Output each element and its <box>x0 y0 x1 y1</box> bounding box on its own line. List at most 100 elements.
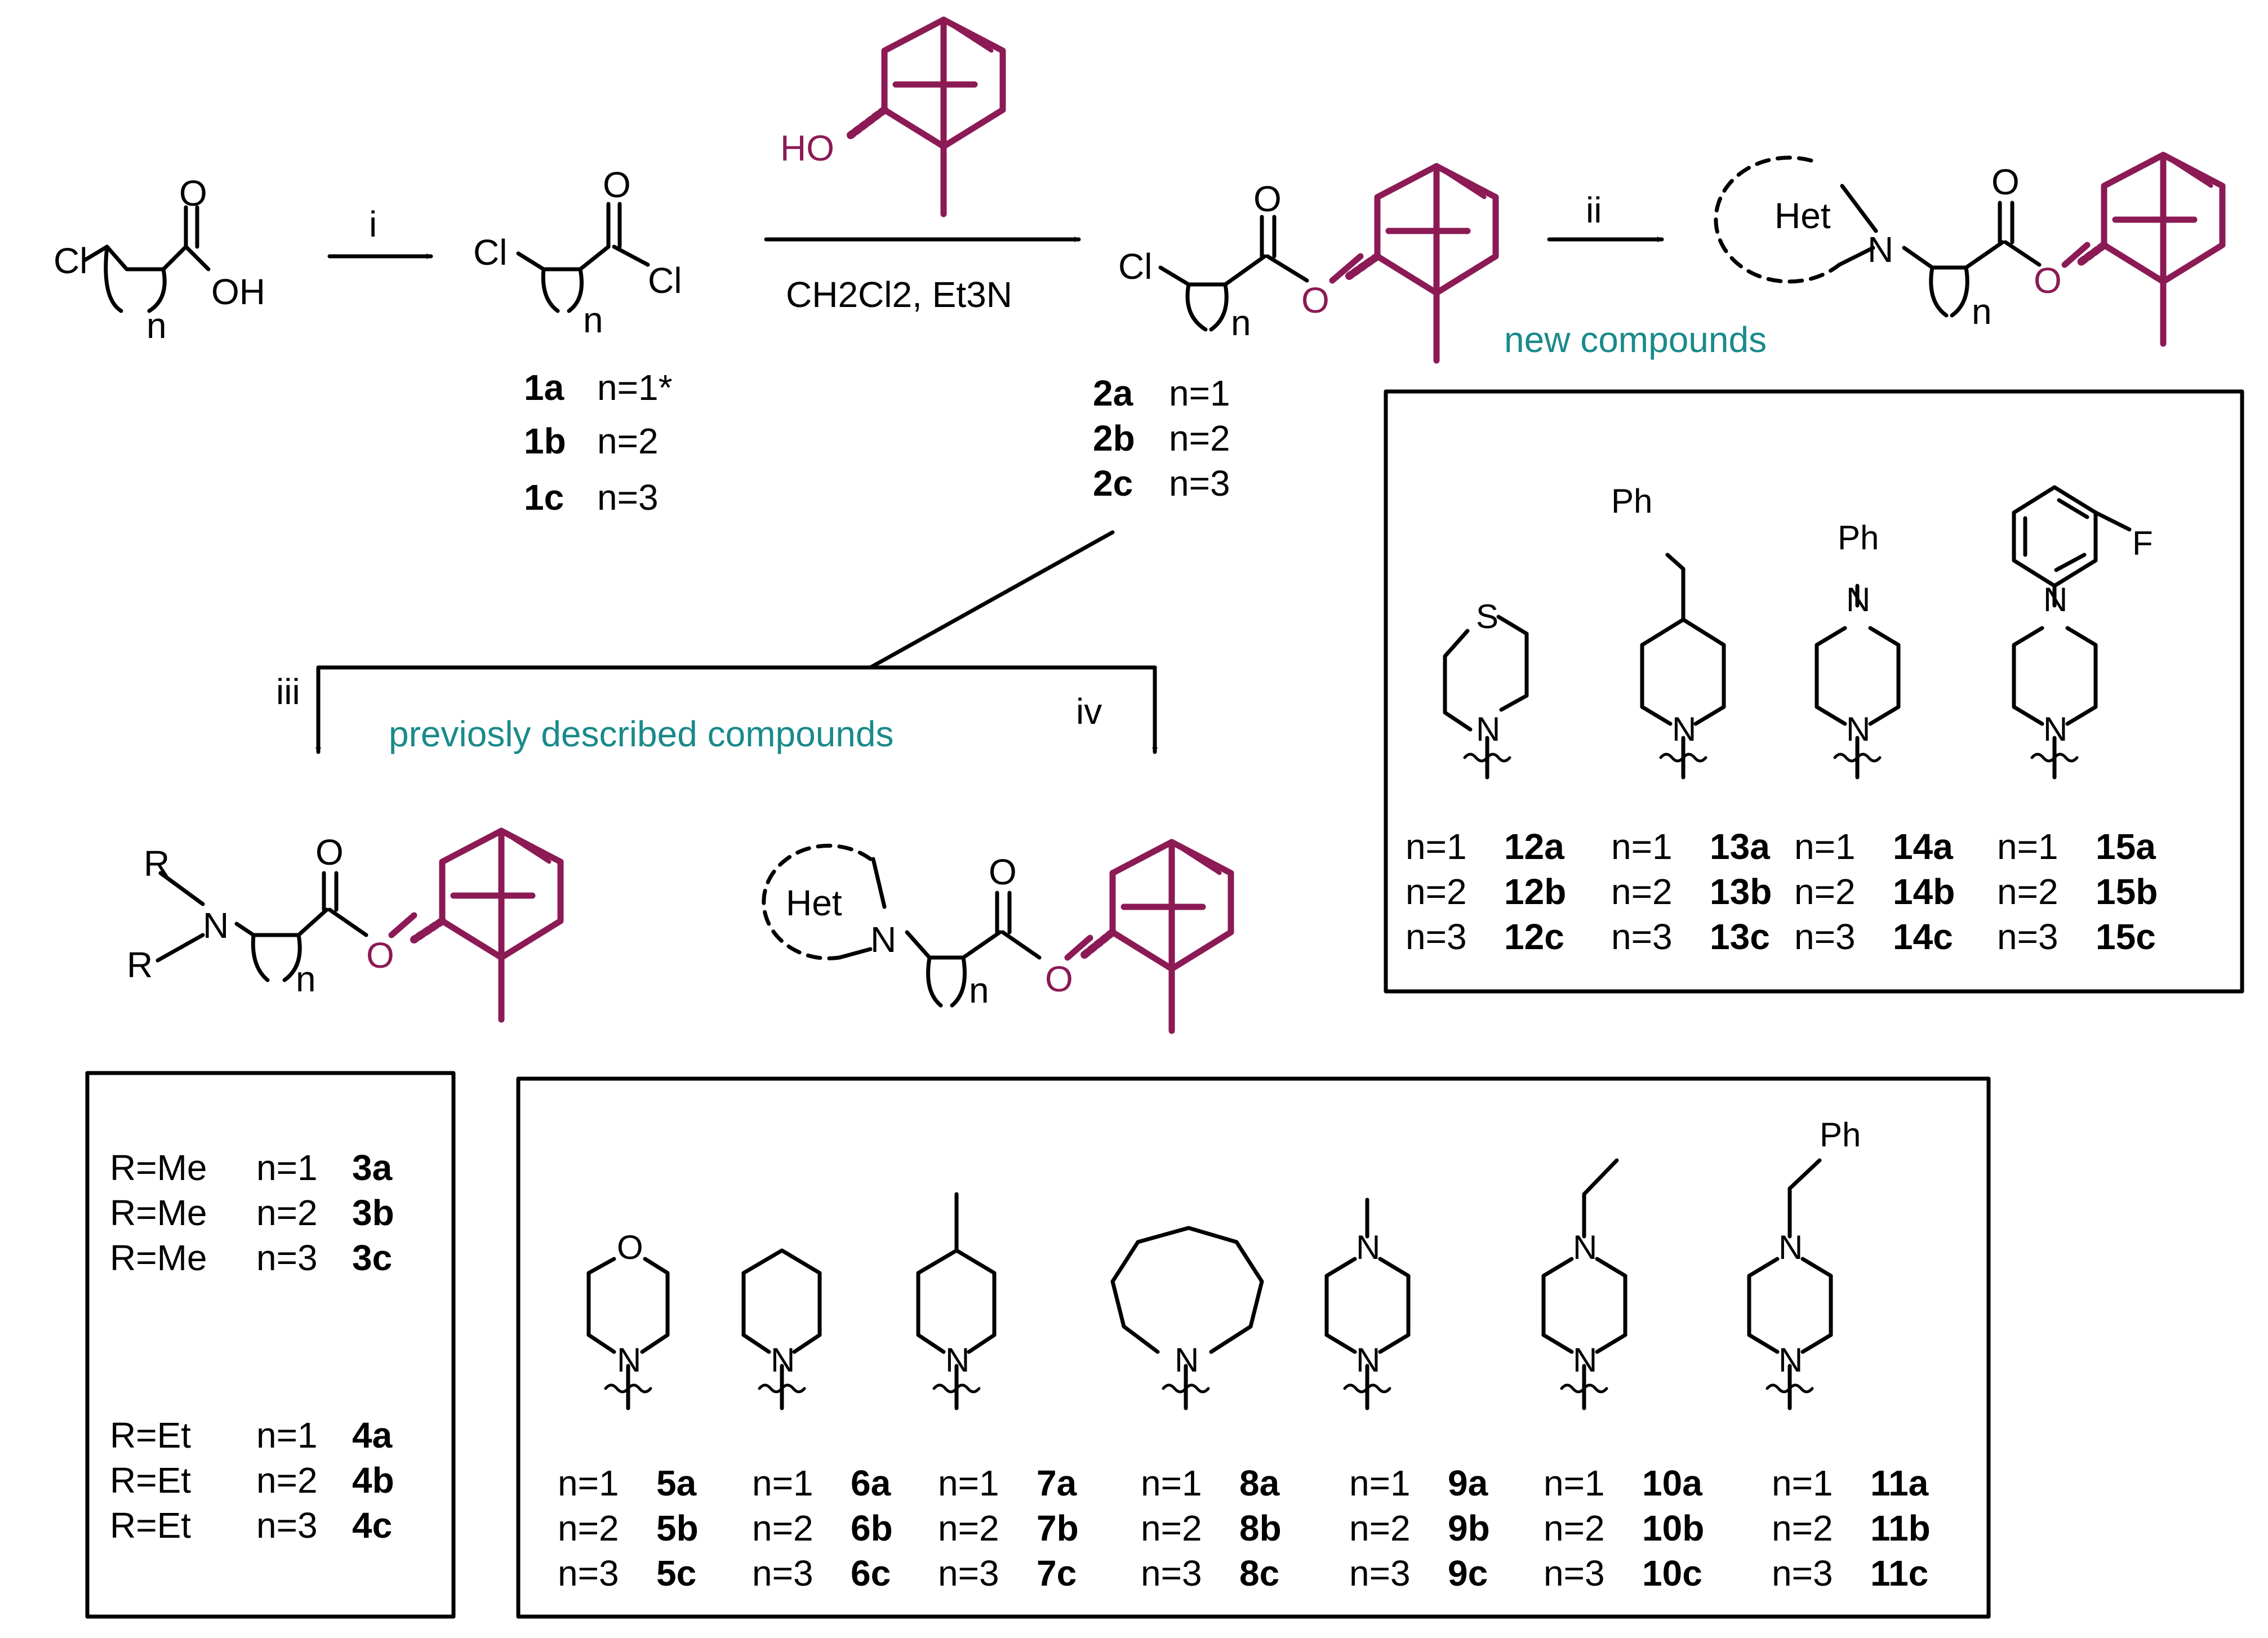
new-series-id-13a: 13a <box>1710 826 1770 867</box>
amine-series-id-3a: 3a <box>352 1147 393 1188</box>
benzylpiperazine-n-top-label: N <box>1778 1228 1803 1266</box>
old-series-id-5a: 5a <box>656 1463 697 1503</box>
step-iv-label: iv <box>1076 691 1102 732</box>
compound-2c-n: n=3 <box>1169 463 1230 504</box>
amine-series-box <box>85 1071 456 1619</box>
piperidine-ring <box>741 1248 822 1410</box>
heterocyclic-ester-structure <box>762 843 1042 1008</box>
fluorophenyl-f-label: F <box>2132 524 2153 562</box>
old-series-id-11a: 11a <box>1870 1463 1929 1503</box>
new-box-wavy-bonds <box>1463 753 2079 763</box>
chloride-cl-left-label: Cl <box>473 232 507 273</box>
old-series-id-8a: 8a <box>1239 1463 1280 1503</box>
new-series-id-15a: 15a <box>2096 826 2156 867</box>
piperidine-n-label: N <box>771 1341 795 1379</box>
phenylpiperazine-n-bottom-label: N <box>1846 710 1870 748</box>
het-ester-o-ester-label: O <box>1045 959 1073 999</box>
heterocyclic-ester-bornyl <box>1064 839 1234 1034</box>
compound-2a-id: 2a <box>1093 373 1133 413</box>
amine-series-n-3b: n=2 <box>256 1192 318 1233</box>
amine-series-id-4a: 4a <box>352 1415 393 1455</box>
amine-series-r-3b: R=Me <box>110 1192 207 1233</box>
borneol-reagent-structure <box>847 16 1006 217</box>
compounds-2-list: 2a n=1 2b n=2 2c n=3 <box>1093 373 1230 504</box>
old-series-id-8b: 8b <box>1239 1508 1282 1548</box>
old-series-id-9c: 9c <box>1448 1553 1488 1594</box>
amine-series-n-4c: n=3 <box>256 1505 318 1546</box>
ester2-o-ester-label: O <box>1301 280 1329 321</box>
new-series-n-13a: n=1 <box>1611 826 1673 867</box>
old-series-n-5a: n=1 <box>558 1463 619 1503</box>
old-series-n-11b: n=2 <box>1772 1508 1833 1548</box>
old-series-id-11b: 11b <box>1870 1508 1931 1548</box>
new-product-n-atom-label: N <box>1867 229 1893 270</box>
morpholine-n-label: N <box>617 1341 641 1379</box>
amine-series-n-3a: n=1 <box>256 1147 318 1188</box>
old-series-id-10b: 10b <box>1642 1508 1704 1548</box>
previous-compounds-box <box>516 1076 1991 1619</box>
old-series-n-11a: n=1 <box>1772 1463 1833 1503</box>
new-series-n-13c: n=3 <box>1611 916 1673 957</box>
acid-o-label: O <box>179 173 207 213</box>
new-product-o-ester-label: O <box>2034 260 2062 301</box>
old-series-id-5c: 5c <box>656 1553 696 1594</box>
new-series-n-12a: n=1 <box>1406 826 1467 867</box>
morpholine-o-label: O <box>617 1228 643 1266</box>
old-series-n-6a: n=1 <box>752 1463 813 1503</box>
fluorophenylpiperazine-n-bottom-label: N <box>2043 710 2067 748</box>
phenylpiperazine-n-top-label: N <box>1846 581 1870 618</box>
new-series-n-15b: n=2 <box>1997 871 2058 912</box>
ethylpiperazine-n-top-label: N <box>1573 1228 1597 1266</box>
new-series-n-12c: n=3 <box>1406 916 1467 957</box>
new-product-het-label: Het <box>1775 195 1831 236</box>
benzylpiperidine-n-label: N <box>1672 710 1696 748</box>
amine-series-n-4b: n=2 <box>256 1460 318 1501</box>
het-ester-het-label: Het <box>786 883 842 923</box>
benzylpiperazine-n-bottom-label: N <box>1778 1341 1803 1379</box>
old-series-id-7a: 7a <box>1037 1463 1077 1503</box>
previous-box-wavy-bonds <box>604 1383 1814 1394</box>
het-ester-n-atom-label: N <box>870 919 896 960</box>
old-series-n-5b: n=2 <box>558 1508 619 1548</box>
amino-ester-o-carbonyl-label: O <box>315 832 344 873</box>
old-series-id-8c: 8c <box>1239 1553 1279 1594</box>
old-series-n-8c: n=3 <box>1141 1553 1202 1594</box>
amine-series-id-3c: 3c <box>352 1238 392 1278</box>
old-series-id-7b: 7b <box>1037 1508 1079 1548</box>
reagents-label: CH2Cl2, Et3N <box>786 274 1012 315</box>
thiomorpholine-ring <box>1443 615 1529 780</box>
compound-2a-n: n=1 <box>1169 373 1230 413</box>
new-series-n-14c: n=3 <box>1794 916 1856 957</box>
old-series-n-11c: n=3 <box>1772 1553 1833 1594</box>
old-series-id-5b: 5b <box>656 1508 699 1548</box>
old-series-n-5c: n=3 <box>558 1553 619 1594</box>
acid-oh-label: OH <box>211 271 265 312</box>
benzylpiperidine-ring <box>1640 553 1726 780</box>
old-series-n-7a: n=1 <box>938 1463 999 1503</box>
compound-2b-id: 2b <box>1093 418 1135 459</box>
amino-ester-n-atom-label: N <box>203 905 229 946</box>
old-series-n-9a: n=1 <box>1349 1463 1411 1503</box>
azepane-ring <box>1110 1226 1264 1410</box>
amine-series-n-3c: n=3 <box>256 1238 318 1278</box>
old-series-n-9c: n=3 <box>1349 1553 1411 1594</box>
old-series-id-9b: 9b <box>1448 1508 1490 1548</box>
amine-series-n-4a: n=1 <box>256 1415 318 1455</box>
amine-series-r-3a: R=Me <box>110 1147 207 1188</box>
benzylpiperidine-ph-label: Ph <box>1611 482 1652 520</box>
old-series-id-7c: 7c <box>1037 1553 1077 1594</box>
dialkylamino-ester-structure <box>155 871 368 982</box>
new-product-o-carbonyl-label: O <box>1991 162 2020 202</box>
ester2-o-carbonyl-label: O <box>1253 179 1282 219</box>
chloro-ester-structure <box>1158 215 1309 332</box>
compound-2c-id: 2c <box>1093 463 1133 504</box>
methylpiperidine-n-label: N <box>945 1341 970 1379</box>
amine-series-id-4b: 4b <box>352 1460 394 1501</box>
amino-ester-r-bottom-label: R <box>127 945 153 985</box>
morpholine-ring <box>586 1257 670 1410</box>
fluorophenylpiperazine-ring <box>2012 485 2132 780</box>
amino-ester-n-label: n <box>296 959 316 999</box>
chloroalkanoic-acid-structure <box>82 205 211 313</box>
